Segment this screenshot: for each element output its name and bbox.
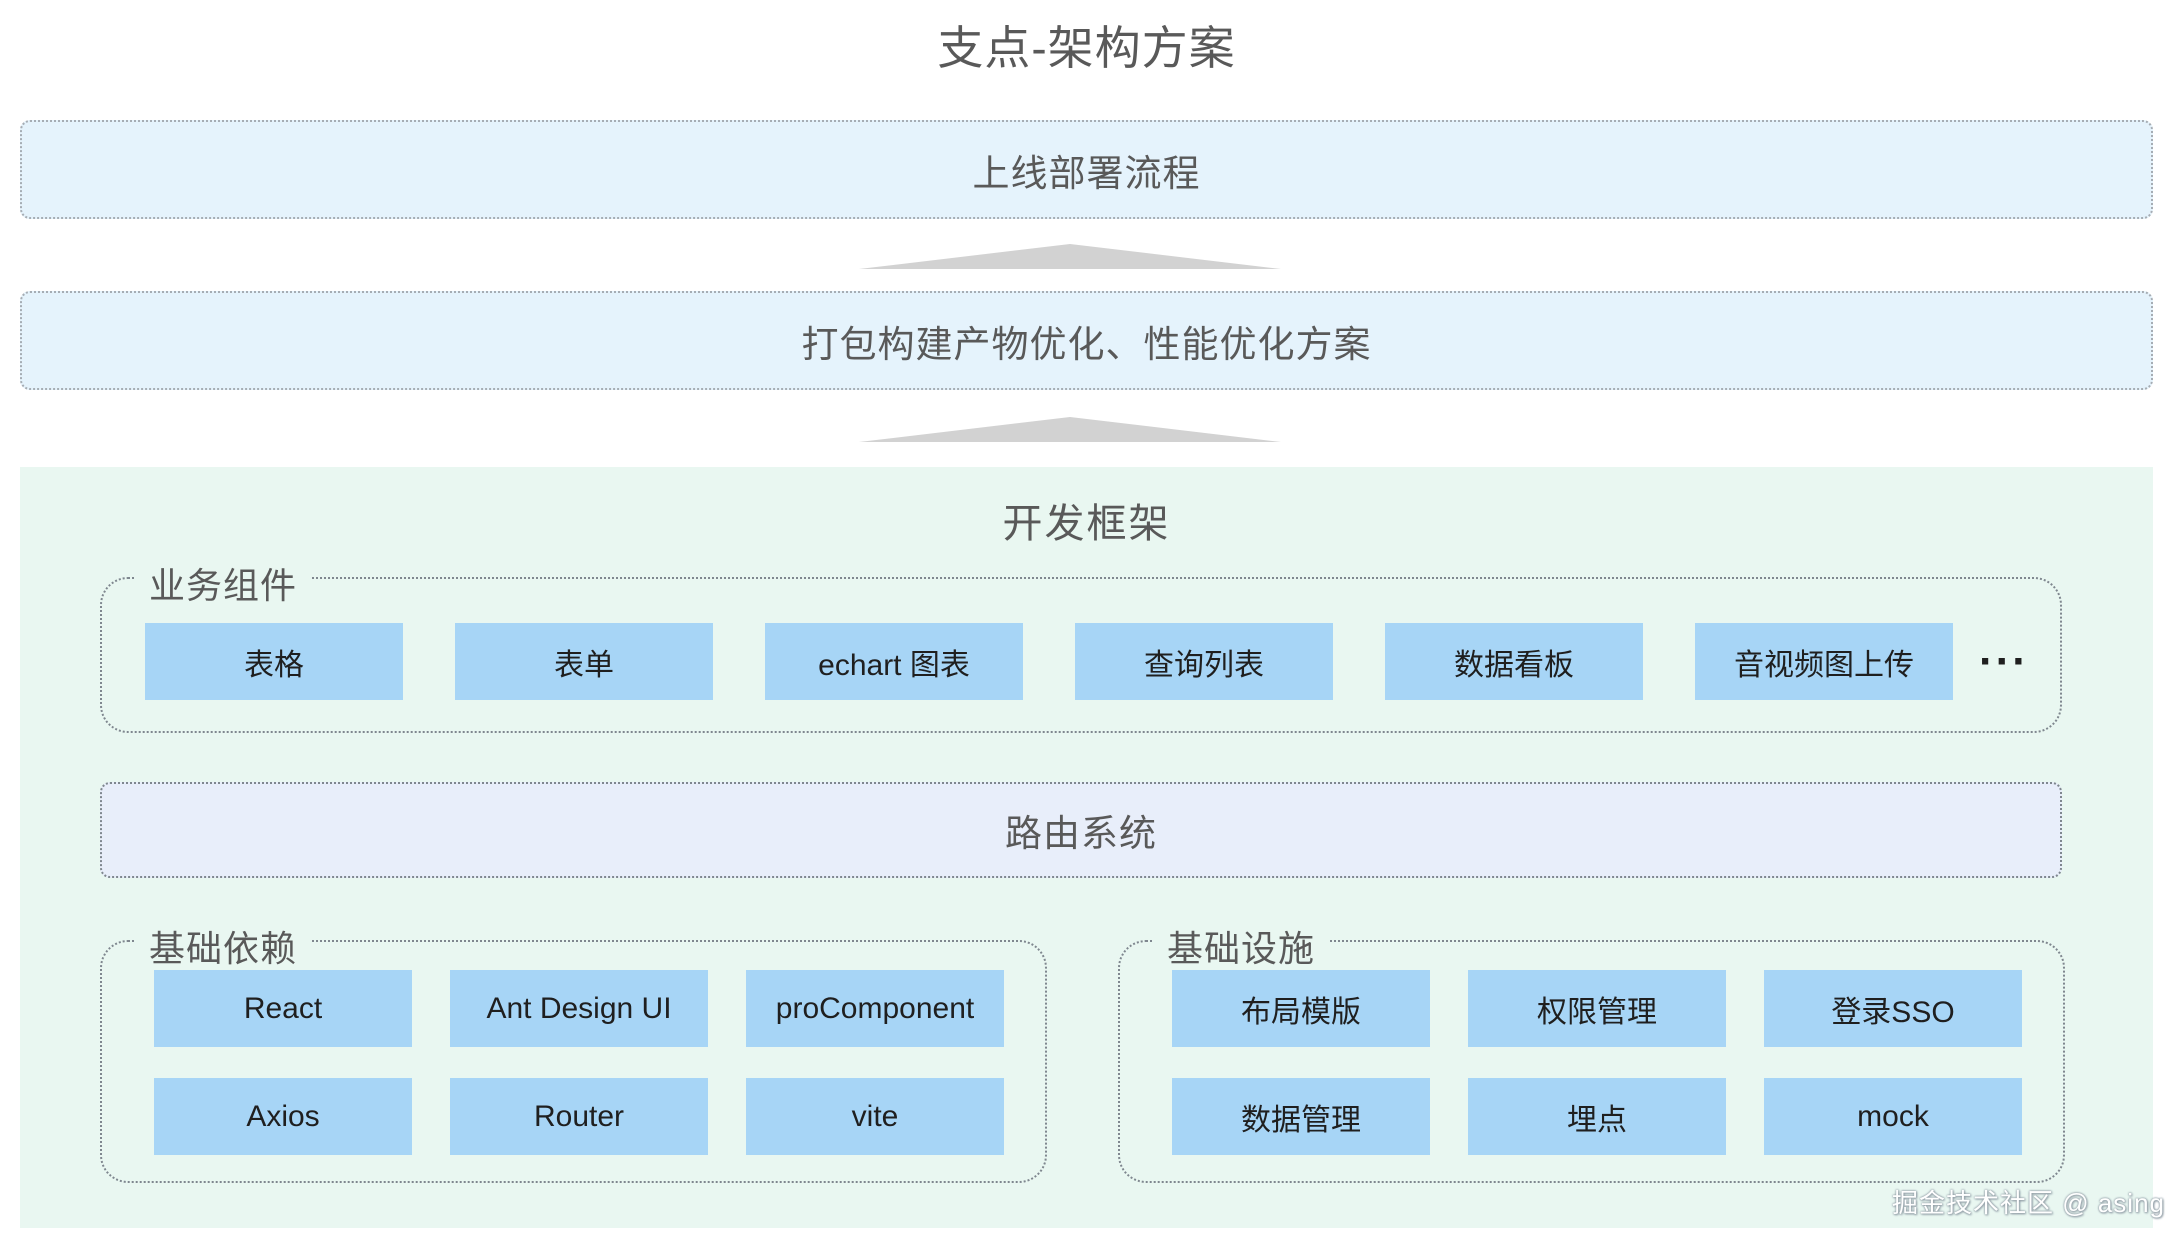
- ellipsis-more: ···: [1979, 637, 2029, 686]
- dependency-item-axios: Axios: [154, 1078, 412, 1155]
- dependency-item-vite: vite: [746, 1078, 1004, 1155]
- routing-system-label: 路由系统: [1005, 813, 1157, 854]
- watermark: 掘金技术社区 @ asing: [1892, 1188, 2165, 1218]
- arrow-up-icon: [859, 244, 1281, 269]
- business-item-echart: echart 图表: [765, 623, 1023, 700]
- base-dependencies-group: 基础依赖 React Ant Design UI proComponent Ax…: [100, 920, 1047, 1183]
- business-components-group: 业务组件 表格 表单 echart 图表 查询列表 数据看板 音视频图上传 ··…: [100, 557, 2062, 733]
- routing-system-box: 路由系统: [100, 782, 2062, 878]
- infrastructure-label: 基础设施: [1153, 920, 1330, 972]
- flow-step-build-optimization: 打包构建产物优化、性能优化方案: [20, 291, 2153, 390]
- dependency-item-react: React: [154, 970, 412, 1047]
- page-title: 支点-架构方案: [937, 22, 1236, 74]
- infra-item-sso: 登录SSO: [1764, 970, 2022, 1047]
- business-items-row: 表格 表单 echart 图表 查询列表 数据看板 音视频图上传 ···: [145, 623, 2029, 700]
- business-item-query-list: 查询列表: [1075, 623, 1333, 700]
- dependency-item-antdesign: Ant Design UI: [450, 970, 708, 1047]
- flow-step-deployment-label: 上线部署流程: [972, 152, 1201, 194]
- business-components-label: 业务组件: [135, 557, 312, 609]
- infra-item-layout-template: 布局模版: [1172, 970, 1430, 1047]
- framework-section: 开发框架 业务组件 表格 表单 echart 图表 查询列表 数据看板 音视频图…: [20, 467, 2153, 1228]
- infra-item-permission: 权限管理: [1468, 970, 1726, 1047]
- base-dependencies-label: 基础依赖: [135, 920, 312, 972]
- dependency-item-procomponent: proComponent: [746, 970, 1004, 1047]
- framework-heading: 开发框架: [1002, 502, 1171, 546]
- flow-step-deployment: 上线部署流程: [20, 120, 2153, 219]
- flow-step-build-optimization-label: 打包构建产物优化、性能优化方案: [801, 323, 1372, 365]
- infrastructure-grid: 布局模版 权限管理 登录SSO 数据管理 埋点 mock: [1172, 970, 2022, 1156]
- dependency-item-router: Router: [450, 1078, 708, 1155]
- base-dependencies-grid: React Ant Design UI proComponent Axios R…: [154, 970, 1004, 1156]
- infra-item-tracking: 埋点: [1468, 1078, 1726, 1155]
- infra-item-mock: mock: [1764, 1078, 2022, 1155]
- arrow-up-icon: [859, 417, 1281, 442]
- infra-item-data-management: 数据管理: [1172, 1078, 1430, 1155]
- business-item-dashboard: 数据看板: [1385, 623, 1643, 700]
- infrastructure-group: 基础设施 布局模版 权限管理 登录SSO 数据管理 埋点 mock: [1118, 920, 2065, 1183]
- business-item-table: 表格: [145, 623, 403, 700]
- business-item-form: 表单: [455, 623, 713, 700]
- business-item-media-upload: 音视频图上传: [1695, 623, 1953, 700]
